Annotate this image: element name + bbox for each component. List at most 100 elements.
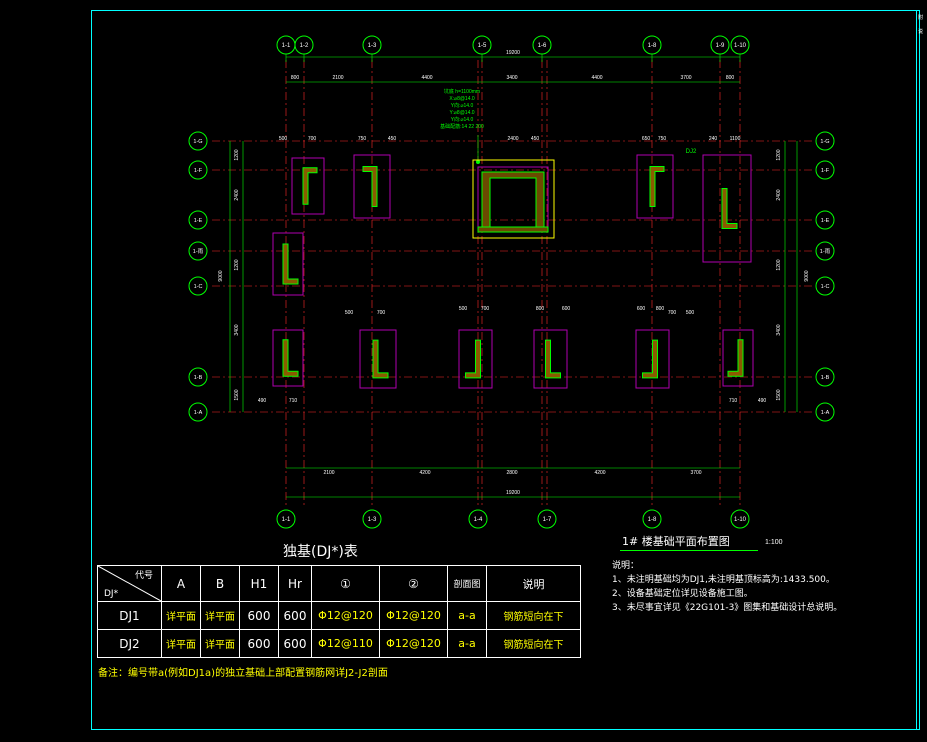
axis-bubble	[815, 160, 835, 180]
header-code-cell: 代号 DJ*	[97, 565, 162, 602]
dimension-text: 2100	[323, 470, 334, 476]
dimension-text: 1200	[776, 259, 782, 270]
column-section	[282, 339, 299, 377]
cell-bar2: Φ12@120	[379, 629, 448, 658]
dimension-text: 3700	[690, 470, 701, 476]
column-section	[642, 339, 658, 379]
cell-note: 钢筋短向在下	[486, 601, 581, 630]
axis-bubble	[188, 276, 208, 296]
axis-bubble-label: 1-F	[821, 168, 830, 174]
axis-bubble-label: 1-10	[734, 43, 747, 49]
header-a: A	[161, 565, 201, 602]
axis-bubble-label: 1-C	[194, 284, 203, 290]
axis-grid-lines	[212, 60, 815, 505]
cell-section: a-a	[447, 629, 487, 658]
axis-bubble	[188, 367, 208, 387]
axis-bubble-label: 1-8	[648, 43, 657, 49]
dimension-text: 490	[758, 398, 767, 404]
footing-outline	[291, 157, 325, 215]
dimension-text: 3400	[776, 324, 782, 335]
axis-bubble-label: 1-3	[368, 517, 377, 523]
dimension-text: 750	[358, 136, 367, 142]
dimension-text: 450	[388, 136, 397, 142]
dimension-text: 1100	[730, 136, 741, 142]
axis-bubble-label: 1-10	[734, 517, 747, 523]
axis-bubble-label: 1-A	[821, 410, 830, 416]
footing-label: DJ2	[686, 149, 697, 155]
cell-bar2: Φ12@120	[379, 601, 448, 630]
footing-outline	[458, 329, 493, 389]
column-section	[362, 166, 378, 207]
axis-bubble-label: 1-G	[193, 139, 202, 145]
dimension-text: 800	[656, 306, 665, 312]
notes: 说明： 1、未注明基础均为DJ1,未注明基顶标高为:1433.500。 2、设备…	[612, 559, 842, 615]
dimension-text: 240	[709, 136, 718, 142]
cell-a: 详平面	[161, 629, 201, 658]
axis-bubble	[188, 402, 208, 422]
diagonal-line	[98, 566, 161, 601]
dimension-text: 19200	[506, 50, 520, 56]
axis-bubble	[815, 241, 835, 261]
sheet-title: 1# 楼基础平面布置图	[622, 535, 730, 548]
note-line: 说明：	[612, 561, 640, 571]
dimension-text: 700	[377, 310, 386, 316]
dimension-text: 4200	[419, 470, 430, 476]
axis-bubble-label: 1-8	[648, 517, 657, 523]
pit-base	[477, 226, 549, 233]
footing-outline	[702, 154, 752, 263]
axis-bubble	[815, 367, 835, 387]
dimension-text: 3700	[680, 75, 691, 81]
dimension-text: 4400	[591, 75, 602, 81]
dimension-text: 1200	[776, 149, 782, 160]
dimension-text: 500	[279, 136, 288, 142]
axis-bubble-label: 1-5	[478, 43, 487, 49]
axis-bubble	[276, 509, 296, 529]
axis-bubble-label: 1-3	[368, 43, 377, 49]
axis-bubble-label: 1-B	[194, 375, 203, 381]
axis-bubble	[468, 509, 488, 529]
pit-note-line: Y向:⌀14.0	[451, 116, 474, 123]
title-block-label-2: 说	[918, 29, 924, 35]
header-h1: H1	[239, 565, 279, 602]
sheet-scale: 1:100	[765, 539, 783, 546]
footing-outline	[272, 232, 304, 296]
column-section	[545, 339, 561, 379]
dimension-text: 1200	[234, 149, 240, 160]
footing-outline	[353, 154, 391, 219]
leader-dot	[476, 160, 480, 164]
sheet-title-underline	[620, 550, 758, 551]
drawing-frame	[91, 10, 920, 730]
column-section	[649, 166, 665, 207]
footing-outline	[359, 329, 397, 389]
cell-note: 钢筋短向在下	[486, 629, 581, 658]
axis-bubble	[188, 241, 208, 261]
note-line: 2、设备基础定位详见设备施工图。	[612, 589, 753, 599]
dimension-text: 800	[536, 306, 545, 312]
pit-note-line: Y向:⌀14.0	[451, 102, 474, 109]
dimension-text: 500	[345, 310, 354, 316]
cell-b: 详平面	[200, 601, 240, 630]
cell-code: DJ1	[97, 601, 162, 630]
dimension-text: 650	[642, 136, 651, 142]
column-section	[302, 167, 318, 205]
axis-bubble-label: 1-1	[282, 517, 291, 523]
dimension-text: 1500	[234, 389, 240, 400]
dimension-text: 1500	[776, 389, 782, 400]
axis-bubble	[188, 160, 208, 180]
cell-h1: 600	[239, 601, 279, 630]
dimension-text: 3400	[506, 75, 517, 81]
pit-highlight-box	[472, 159, 555, 239]
cell-b: 详平面	[200, 629, 240, 658]
pit-note-line: 坑底 h=1100mm	[444, 88, 480, 95]
header-b: B	[200, 565, 240, 602]
footing-outline	[272, 329, 304, 387]
table-row: DJ1 详平面 详平面 600 600 Φ12@120 Φ12@120 a-a …	[97, 601, 581, 630]
axis-bubble	[188, 131, 208, 151]
axis-bubble	[815, 210, 835, 230]
cell-a: 详平面	[161, 601, 201, 630]
footing-outline	[722, 329, 754, 387]
dimension-text: 490	[258, 398, 267, 404]
axis-bubble	[188, 210, 208, 230]
dimension-text: 800	[291, 75, 300, 81]
header-code-bottom: DJ*	[104, 589, 119, 599]
